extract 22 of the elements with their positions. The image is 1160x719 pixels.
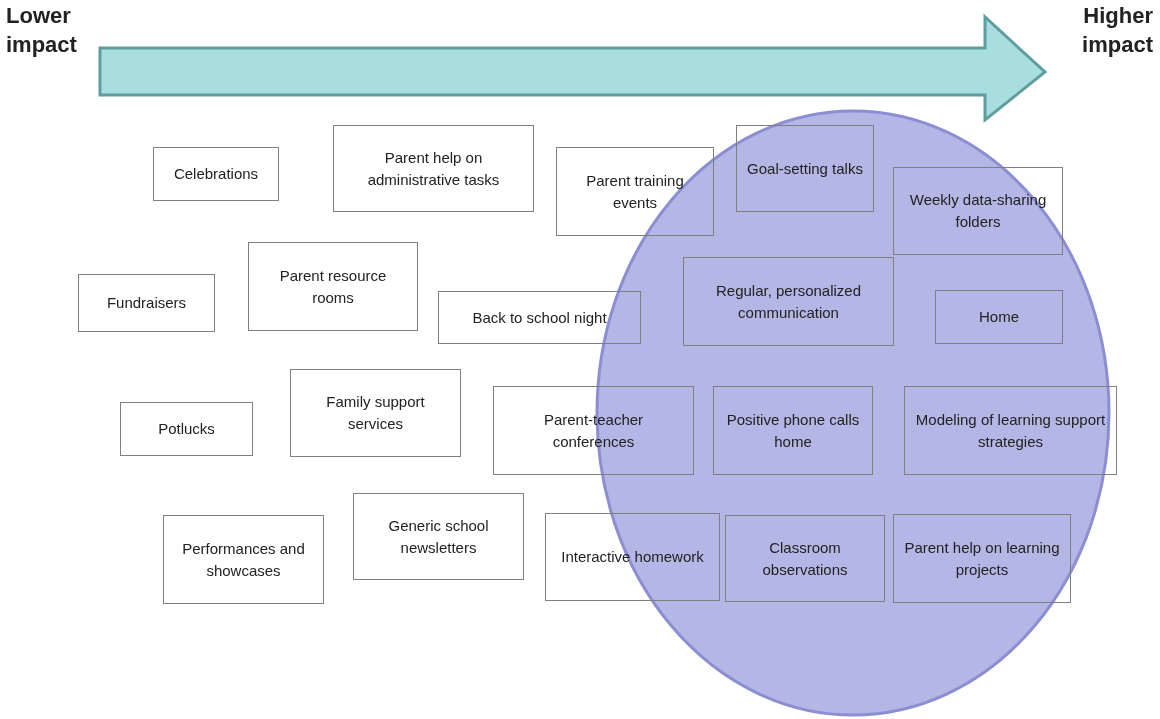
axis-label: Lower impact [6, 2, 78, 59]
activity-box: Parent-teacher conferences [493, 386, 694, 475]
activity-box: Parent training events [556, 147, 714, 236]
activity-box: Parent help on administrative tasks [333, 125, 534, 212]
activity-box: Interactive homework [545, 513, 720, 601]
activity-box: Regular, personalized communication [683, 257, 894, 346]
activity-box: Parent help on learning projects [893, 514, 1071, 603]
activity-box: Performances and showcases [163, 515, 324, 604]
activity-box: Potlucks [120, 402, 253, 456]
activity-box: Goal-setting talks [736, 125, 874, 212]
activity-box: Family support services [290, 369, 461, 457]
activity-box: Weekly data-sharing folders [893, 167, 1063, 255]
activity-box: Fundraisers [78, 274, 215, 332]
axis-label: Higher impact [1081, 2, 1153, 59]
activity-box: Classroom observations [725, 515, 885, 602]
activity-box: Positive phone calls home [713, 386, 873, 475]
activity-box: Parent resource rooms [248, 242, 418, 331]
activity-box: Celebrations [153, 147, 279, 201]
activity-box: Generic school newsletters [353, 493, 524, 580]
activity-box: Modeling of learning support strategies [904, 386, 1117, 475]
activity-box: Home [935, 290, 1063, 344]
activity-box: Back to school night [438, 291, 641, 344]
